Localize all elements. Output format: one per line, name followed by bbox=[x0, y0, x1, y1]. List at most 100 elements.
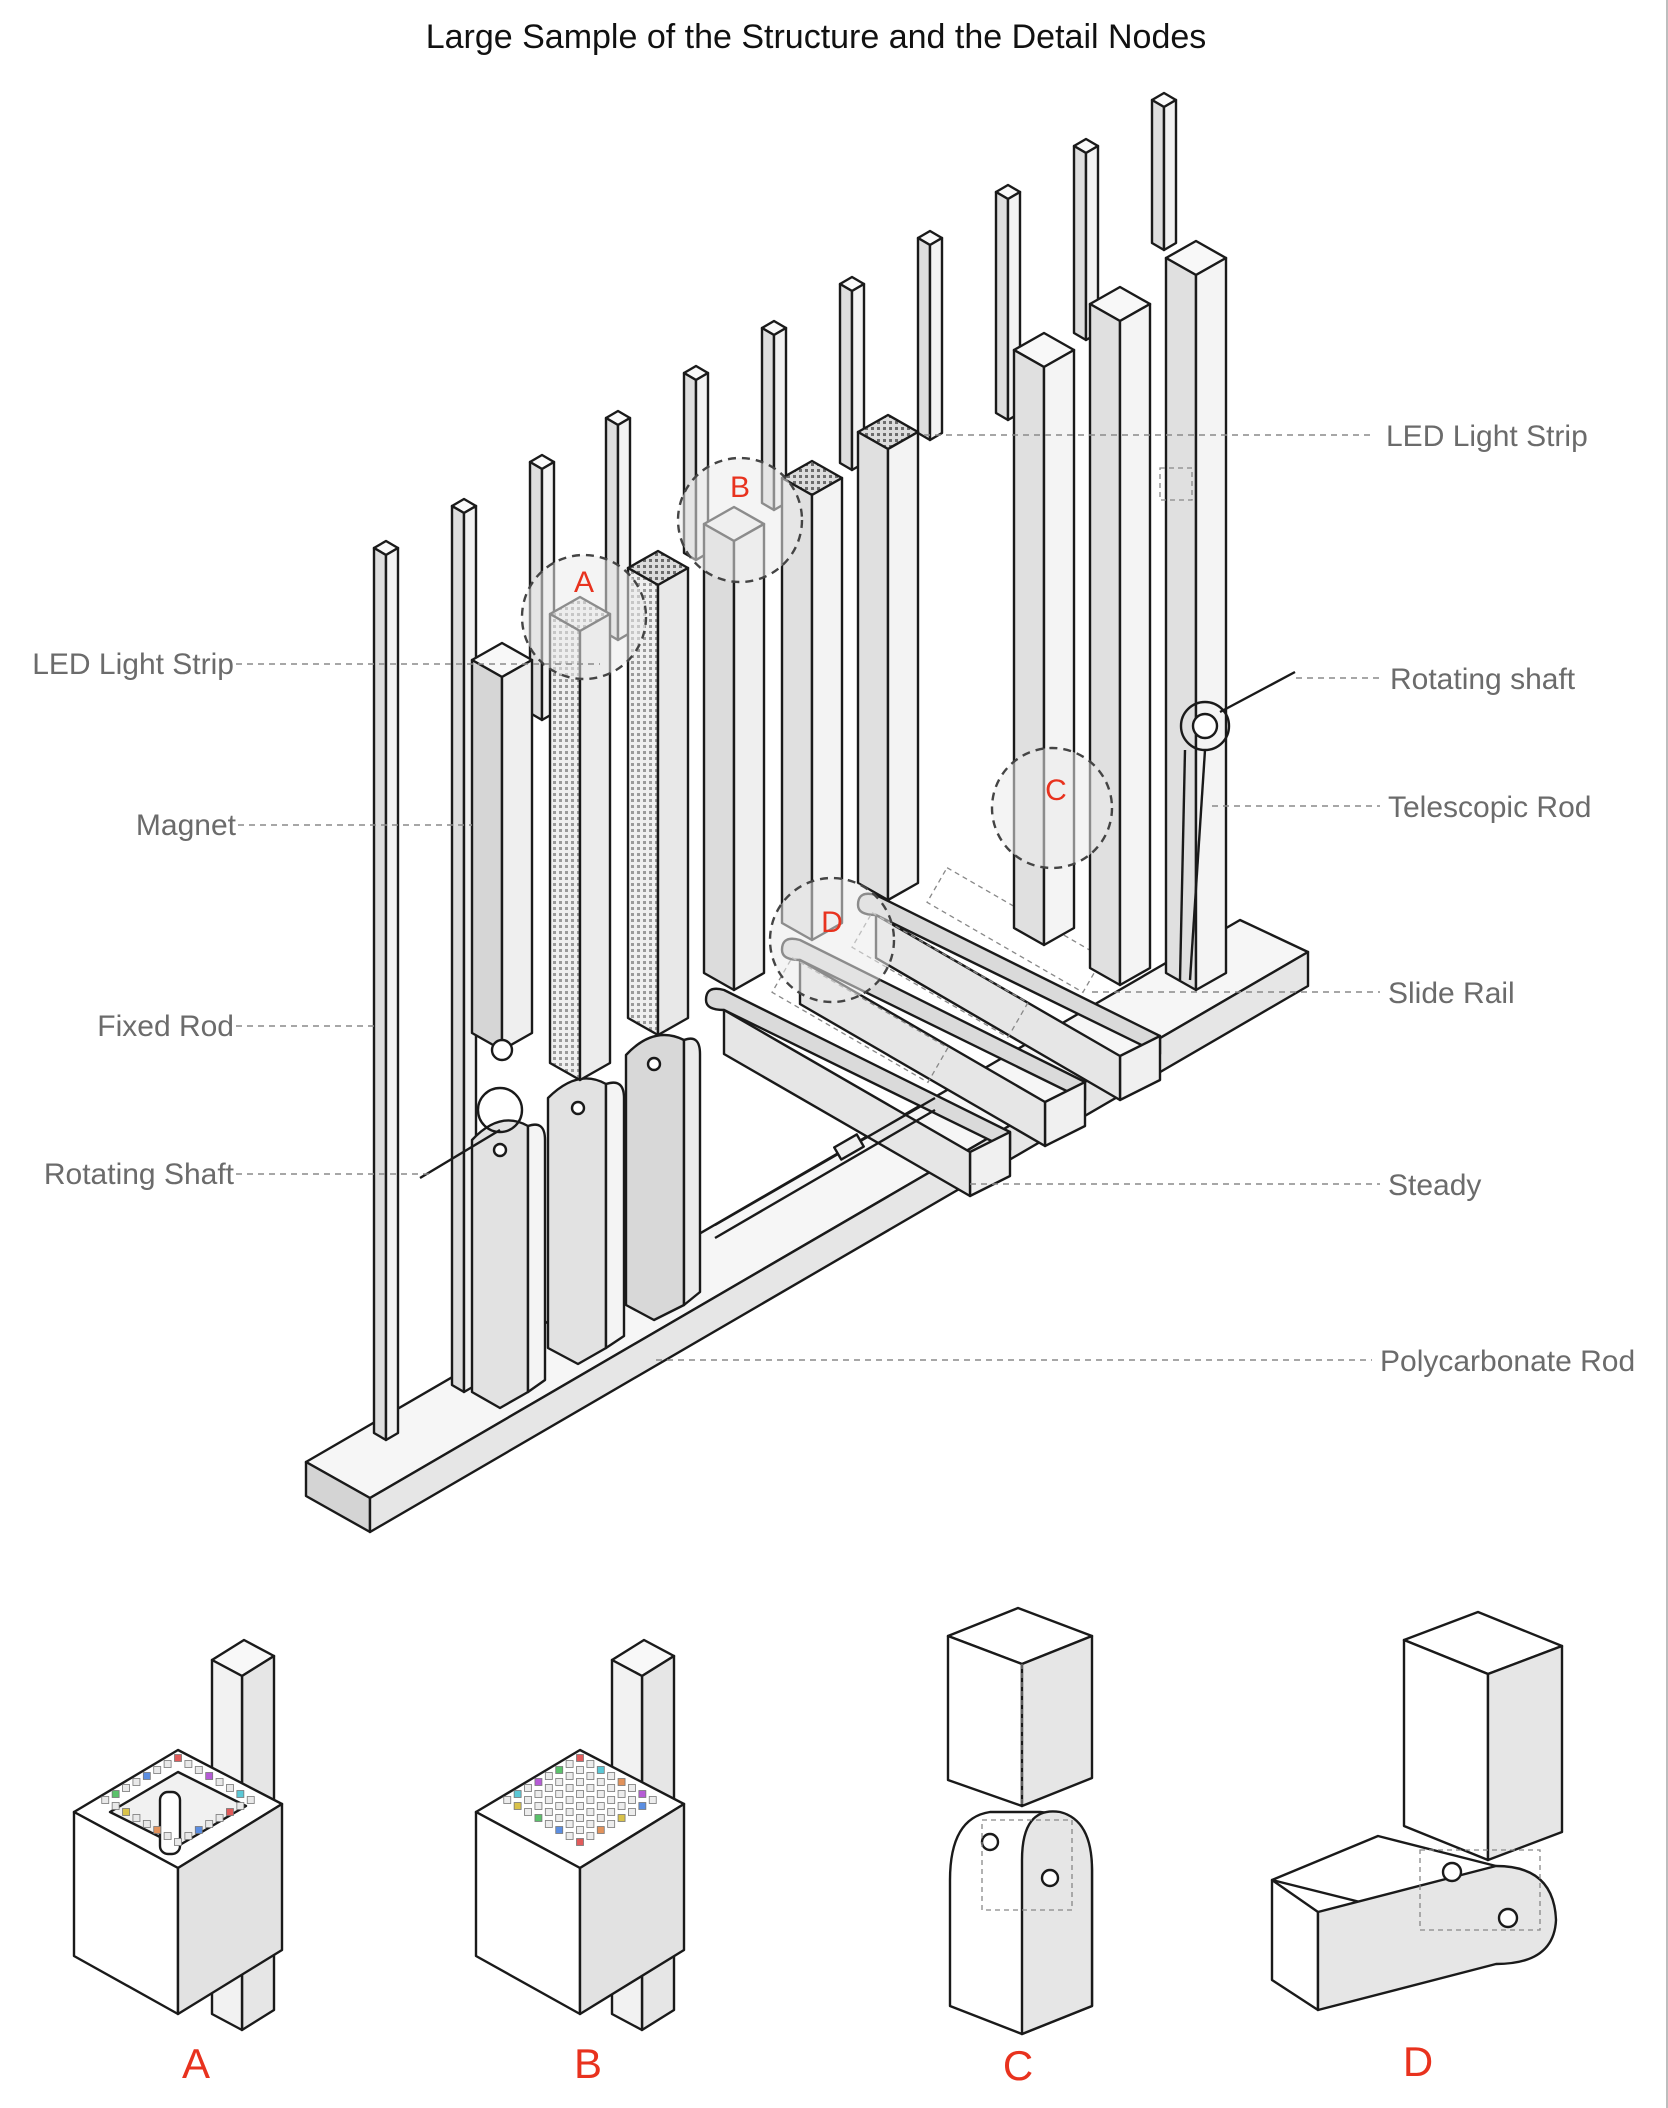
led-cell bbox=[544, 1820, 553, 1828]
led-cell bbox=[163, 1760, 172, 1768]
led-array-b bbox=[503, 1754, 657, 1846]
led-cell bbox=[524, 1784, 532, 1792]
upper-columns-right bbox=[1012, 239, 1228, 992]
led-cell bbox=[555, 1790, 564, 1798]
node-circle-d bbox=[768, 876, 896, 1004]
led-cell bbox=[628, 1808, 636, 1816]
led-cell bbox=[184, 1760, 193, 1768]
led-cell bbox=[555, 1814, 564, 1822]
led-cell bbox=[236, 1802, 245, 1810]
led-cell bbox=[236, 1790, 245, 1798]
callout-slide-rail: Slide Rail bbox=[1388, 977, 1515, 1010]
led-cell bbox=[565, 1796, 574, 1804]
led-cell bbox=[534, 1790, 543, 1798]
detail-d bbox=[1270, 1610, 1564, 2012]
fixed-rod bbox=[372, 539, 400, 1442]
led-cell bbox=[555, 1766, 564, 1774]
callout-telescopic-rod: Telescopic Rod bbox=[1388, 791, 1591, 824]
detail-b bbox=[474, 1638, 686, 2032]
led-cell bbox=[142, 1772, 151, 1780]
led-cell bbox=[215, 1778, 224, 1786]
led-cell bbox=[226, 1808, 234, 1816]
led-cell bbox=[648, 1796, 657, 1804]
led-cell bbox=[246, 1796, 255, 1804]
callout-rotating-shaft-left: Rotating Shaft bbox=[44, 1158, 235, 1191]
led-cell bbox=[101, 1796, 110, 1804]
detail-label-a: A bbox=[182, 2040, 210, 2087]
led-cell bbox=[617, 1778, 626, 1786]
led-cell bbox=[565, 1820, 574, 1828]
callout-led-light-strip-right: LED Light Strip bbox=[1386, 420, 1588, 453]
led-cell bbox=[586, 1808, 595, 1816]
led-cell bbox=[596, 1802, 605, 1810]
upper-columns-left bbox=[470, 549, 690, 1082]
led-cell bbox=[544, 1772, 553, 1780]
led-cell bbox=[565, 1832, 574, 1840]
node-marker-a: A bbox=[574, 566, 594, 599]
node-marker-c: C bbox=[1045, 774, 1067, 807]
led-cell bbox=[111, 1802, 120, 1810]
led-cell bbox=[628, 1784, 636, 1792]
led-cell bbox=[544, 1808, 553, 1816]
led-cell bbox=[194, 1766, 203, 1774]
led-cell bbox=[524, 1808, 532, 1816]
node-marker-b: B bbox=[730, 471, 750, 504]
led-cell bbox=[596, 1814, 605, 1822]
led-cell bbox=[534, 1778, 543, 1786]
led-cell bbox=[142, 1820, 151, 1828]
led-cell bbox=[205, 1772, 214, 1780]
led-cell bbox=[215, 1814, 224, 1822]
led-cell bbox=[586, 1760, 595, 1768]
led-cell bbox=[153, 1766, 162, 1774]
led-cell bbox=[534, 1802, 543, 1810]
led-cell bbox=[586, 1772, 595, 1780]
led-cell bbox=[513, 1790, 522, 1798]
callout-magnet: Magnet bbox=[136, 809, 237, 842]
led-cell bbox=[163, 1832, 172, 1840]
led-cell bbox=[184, 1832, 193, 1840]
led-cell bbox=[565, 1772, 574, 1780]
led-cell bbox=[576, 1778, 584, 1786]
led-cell bbox=[607, 1784, 616, 1792]
right-rotating-shaft bbox=[1178, 670, 1296, 981]
led-cell bbox=[513, 1802, 522, 1810]
led-cell bbox=[524, 1796, 532, 1804]
detail-label-b: B bbox=[574, 2040, 602, 2087]
led-cell bbox=[607, 1796, 616, 1804]
led-cell bbox=[132, 1778, 141, 1786]
led-cell bbox=[565, 1784, 574, 1792]
led-cell bbox=[628, 1796, 636, 1804]
led-cell bbox=[565, 1760, 574, 1768]
led-cell bbox=[638, 1790, 647, 1798]
callout-rotating-shaft-right: Rotating shaft bbox=[1390, 663, 1576, 696]
led-cell bbox=[596, 1790, 605, 1798]
led-cell bbox=[132, 1814, 141, 1822]
led-cell bbox=[503, 1796, 512, 1804]
led-cell bbox=[544, 1796, 553, 1804]
detail-node-circles bbox=[520, 456, 1114, 1004]
led-cell bbox=[205, 1820, 214, 1828]
led-cell bbox=[607, 1772, 616, 1780]
led-cell bbox=[596, 1826, 605, 1834]
led-cell bbox=[153, 1826, 162, 1834]
led-cell bbox=[555, 1826, 564, 1834]
led-cell bbox=[617, 1802, 626, 1810]
led-cell bbox=[174, 1754, 182, 1762]
led-cell bbox=[617, 1790, 626, 1798]
node-circle-a bbox=[520, 553, 648, 681]
led-cell bbox=[555, 1778, 564, 1786]
telescopic-rod bbox=[714, 1096, 936, 1240]
detail-label-d: D bbox=[1403, 2038, 1433, 2085]
led-cell bbox=[576, 1814, 584, 1822]
callout-leaders bbox=[236, 434, 1380, 1361]
led-cell bbox=[576, 1754, 584, 1762]
page-title: Large Sample of the Structure and the De… bbox=[426, 18, 1207, 56]
led-cell bbox=[586, 1796, 595, 1804]
led-cell bbox=[586, 1784, 595, 1792]
led-cell bbox=[226, 1784, 234, 1792]
led-cell bbox=[607, 1808, 616, 1816]
node-circle-c bbox=[990, 746, 1114, 870]
led-cell bbox=[607, 1820, 616, 1828]
callout-led-light-strip-left: LED Light Strip bbox=[32, 648, 234, 681]
